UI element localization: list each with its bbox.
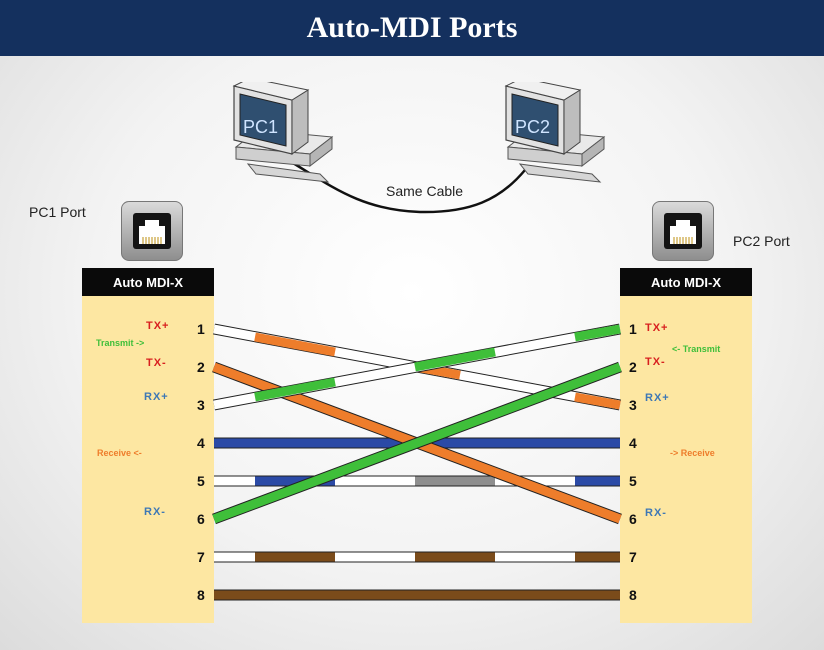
right-pin-7: 7 bbox=[629, 549, 637, 565]
left-pin-7: 7 bbox=[197, 549, 205, 565]
pc2-port-panel bbox=[620, 290, 752, 623]
pc2-computer-icon bbox=[504, 82, 606, 183]
wire-pin6-to-pin2-green bbox=[212, 361, 622, 525]
left-pin-8: 8 bbox=[197, 587, 205, 603]
cable-label: Same Cable bbox=[386, 183, 464, 199]
right-transmit-label: <- Transmit bbox=[672, 344, 721, 354]
right-pin-3: 3 bbox=[629, 397, 637, 413]
title-bar bbox=[0, 0, 824, 56]
right-pin-4: 4 bbox=[629, 435, 637, 451]
left-rx-plus-label: RX+ bbox=[144, 391, 169, 403]
pc1-port-panel bbox=[82, 290, 214, 623]
page-title: Auto-MDI Ports bbox=[306, 11, 518, 44]
right-tx-minus-label: TX- bbox=[645, 356, 666, 368]
pc1-port-label: PC1 Port bbox=[29, 204, 86, 220]
pc2-screen-label: PC2 bbox=[515, 117, 551, 137]
left-pin-3: 3 bbox=[197, 397, 205, 413]
pc1-computer-icon bbox=[232, 82, 334, 183]
pc2-port-label: PC2 Port bbox=[733, 233, 790, 249]
right-rx-plus-label: RX+ bbox=[645, 392, 670, 404]
right-pin-5: 5 bbox=[629, 473, 637, 489]
left-tx-plus-label: TX+ bbox=[146, 320, 170, 332]
right-receive-label: -> Receive bbox=[670, 448, 715, 458]
pc2-rj45-jack-icon bbox=[652, 201, 714, 261]
left-rx-minus-label: RX- bbox=[144, 506, 166, 518]
right-pin-8: 8 bbox=[629, 587, 637, 603]
pc1-panel-header: Auto MDI-X bbox=[82, 268, 214, 296]
left-transmit-label: Transmit -> bbox=[96, 338, 145, 348]
left-pin-5: 5 bbox=[197, 473, 205, 489]
right-pin-1: 1 bbox=[629, 321, 637, 337]
left-receive-label: Receive <- bbox=[97, 448, 142, 458]
left-pin-4: 4 bbox=[197, 435, 205, 451]
pc1-screen-label: PC1 bbox=[243, 117, 279, 137]
right-pin-2: 2 bbox=[629, 359, 637, 375]
right-pin-6: 6 bbox=[629, 511, 637, 527]
right-rx-minus-label: RX- bbox=[645, 507, 667, 519]
pc2-panel-header: Auto MDI-X bbox=[620, 268, 752, 296]
pc1-rj45-jack-icon bbox=[121, 201, 183, 261]
left-pin-1: 1 bbox=[197, 321, 205, 337]
wire-pin3-to-pin1-green-white bbox=[212, 323, 622, 411]
left-pin-2: 2 bbox=[197, 359, 205, 375]
left-pin-6: 6 bbox=[197, 511, 205, 527]
right-tx-plus-label: TX+ bbox=[645, 322, 669, 334]
left-tx-minus-label: TX- bbox=[146, 357, 167, 369]
